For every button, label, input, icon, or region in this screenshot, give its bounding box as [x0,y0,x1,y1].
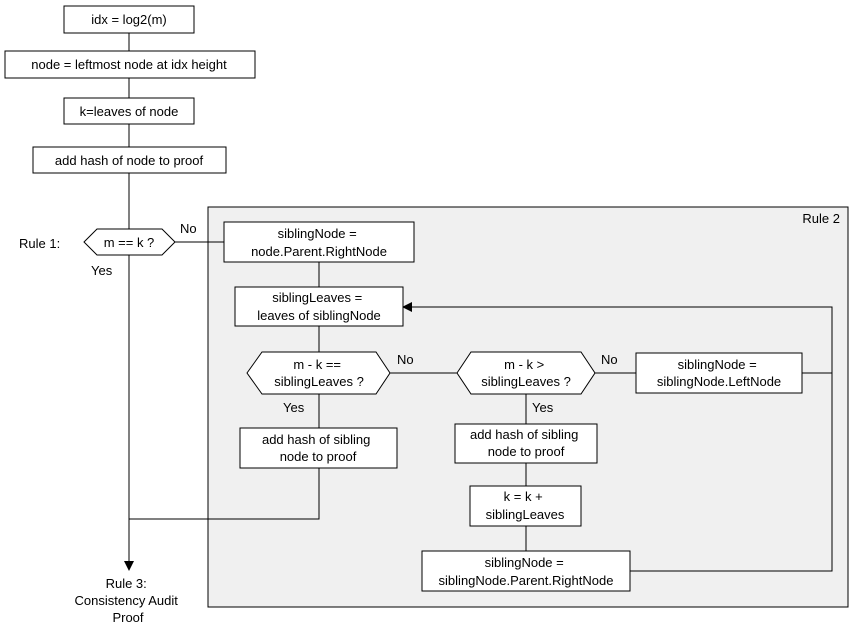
yes-label-1: Yes [91,263,113,278]
connector-addhash-return [129,468,320,520]
mk-eq-text: m - k == siblingLeaves ? [274,357,364,389]
k-update-box [469,485,582,527]
idx-box [63,5,195,34]
sibling-leaves-text: siblingLeaves = leaves of siblingNode [257,290,381,323]
connectors [124,33,833,572]
add-hash-sibling-box-1 [239,427,398,469]
m-eq-k-decision [83,228,176,256]
no-label-1: No [180,221,197,236]
add-hash-node-box [32,146,227,174]
sibling-parent-right-box [421,550,631,592]
rule3-label: Rule 3: Consistency Audit Proof [75,576,182,625]
node-leftmost-box [4,50,256,79]
sibling-left-text: siblingNode = siblingNode.LeftNode [657,357,781,389]
add-hash-sibling-box-2 [454,423,598,464]
k-leaves-text: k=leaves of node [80,104,179,119]
node-leftmost-text: node = leftmost node at idx height [31,57,227,72]
sibling-init-box [223,221,415,263]
no-label-2: No [397,352,414,367]
sibling-init-text: siblingNode = node.Parent.RightNode [251,226,387,259]
mk-gt-text: m - k > siblingLeaves ? [481,357,571,389]
add-hash-sibling-text-1: add hash of sibling node to proof [262,432,374,464]
sibling-leaves-box [234,286,404,327]
k-leaves-box [63,97,195,125]
mk-eq-decision [246,351,391,395]
yes-label-3: Yes [532,400,554,415]
add-hash-sibling-text-2: add hash of sibling node to proof [470,427,582,459]
rule2-label: Rule 2 [802,211,840,226]
sibling-left-box [635,352,803,394]
idx-text: idx = log2(m) [91,12,167,27]
no-label-3: No [601,352,618,367]
connector-loop-back [402,302,833,572]
mk-gt-decision [456,351,596,395]
add-hash-node-text: add hash of node to proof [55,153,204,168]
m-eq-k-text: m == k ? [104,235,155,250]
k-update-text: k = k + siblingLeaves [486,489,565,522]
rule2-panel [207,206,849,608]
yes-label-2: Yes [283,400,305,415]
sibling-parent-right-text: siblingNode = siblingNode.Parent.RightNo… [439,555,614,588]
rule1-label: Rule 1: [19,236,60,251]
